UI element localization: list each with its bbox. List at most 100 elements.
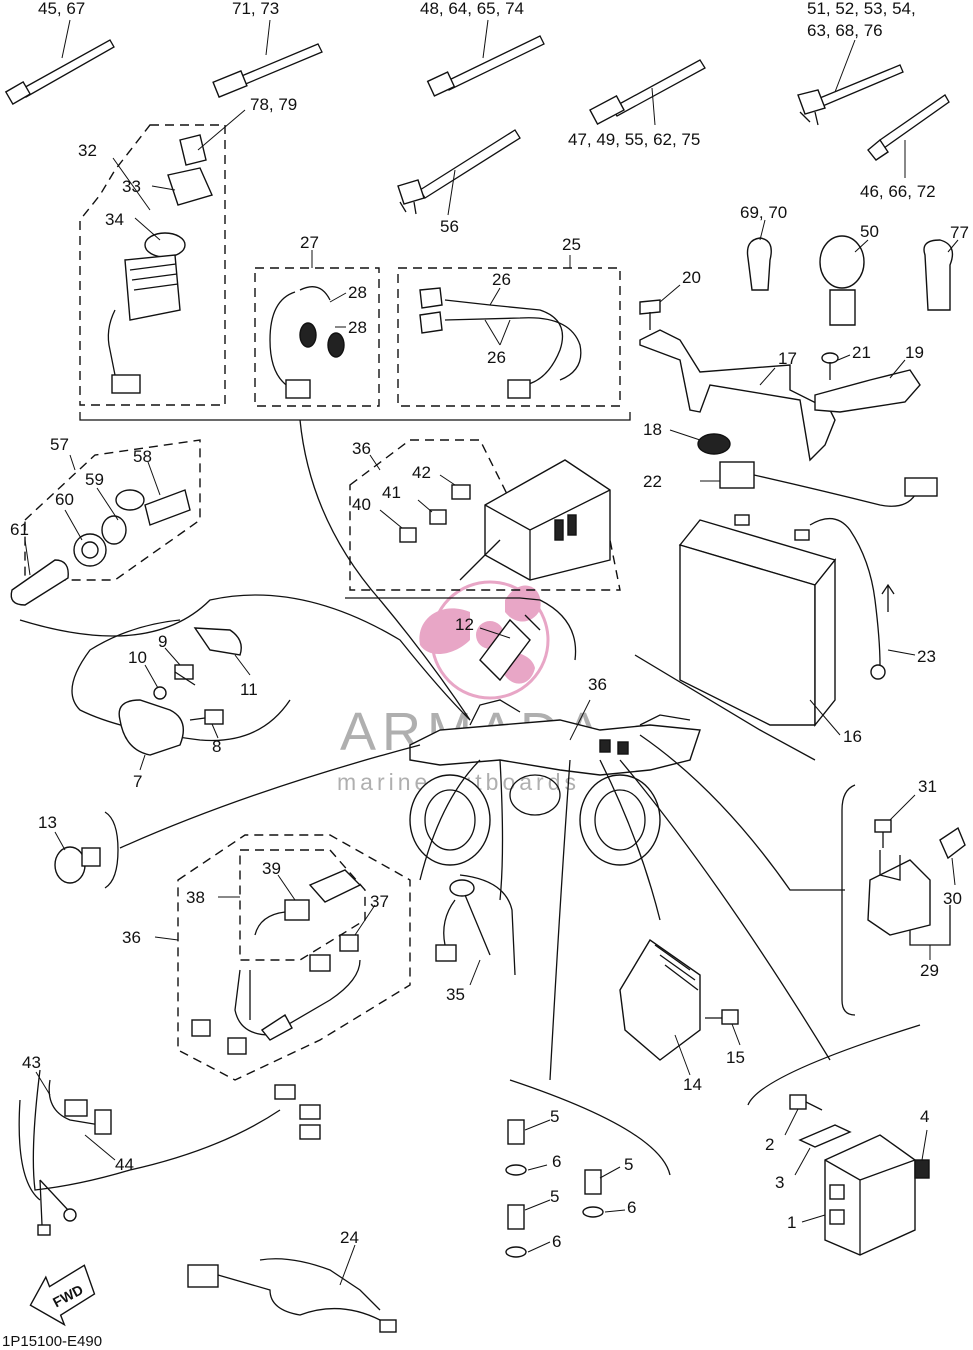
bolt-5a [507, 1119, 525, 1145]
bracket-35 [459, 874, 516, 976]
clip-77 [923, 239, 954, 311]
callout-32: 32 [78, 141, 97, 160]
bolt-20 [639, 299, 661, 330]
group-25-border [397, 267, 621, 407]
callout-12: 12 [455, 615, 474, 634]
callout-36a: 36 [352, 439, 371, 458]
callout-58: 58 [133, 447, 152, 466]
socket-61 [10, 559, 69, 606]
regulator-14 [619, 938, 701, 1061]
callout-16: 16 [843, 727, 862, 746]
group-57-border [24, 439, 201, 581]
callout-3: 3 [775, 1173, 784, 1192]
callout-6c: 6 [552, 1232, 561, 1251]
group-27-border [254, 267, 380, 407]
cable-tie-48-64-65-74 [426, 35, 545, 97]
group-36-harness-border [177, 834, 411, 1081]
callout-36c: 36 [122, 928, 141, 947]
relay-30 [939, 826, 966, 860]
callout-15: 15 [726, 1048, 745, 1067]
bolt-15 [705, 1009, 739, 1025]
callout-48-64-65-74: 48, 64, 65, 74 [420, 0, 524, 18]
nut-60 [73, 533, 107, 567]
ignition-group-border [79, 124, 226, 406]
washer-10 [153, 686, 167, 700]
callout-25: 25 [562, 235, 581, 254]
lead-37-group [419, 759, 481, 881]
cdi-unit-1 [824, 1134, 916, 1256]
cable-tie-45-67 [4, 39, 115, 106]
atv-vehicle [409, 699, 701, 866]
lead-1-group [619, 759, 831, 1061]
sensor-35 [435, 879, 491, 962]
callout-6b: 6 [627, 1198, 636, 1217]
callout-26a: 26 [492, 270, 511, 289]
callout-42: 42 [412, 463, 431, 482]
callout-51-52-53-54: 51, 52, 53, 54, [807, 0, 916, 18]
bolt-9 [174, 664, 196, 686]
callout-47-49-55-62-75: 47, 49, 55, 62, 75 [568, 130, 700, 149]
callout-63-68-76: 63, 68, 76 [807, 21, 883, 40]
group-36-fuse-border [349, 439, 621, 591]
callout-20: 20 [682, 268, 701, 287]
callout-35: 35 [446, 985, 465, 1004]
battery-cable-23 [809, 518, 895, 680]
bolt-8 [189, 709, 224, 725]
wire-harness-27 [269, 286, 345, 399]
component-39 [254, 869, 362, 936]
ignition-switch-body [107, 232, 186, 394]
callout-36b: 36 [588, 675, 607, 694]
callout-5b: 5 [624, 1155, 633, 1174]
bolt-5c [507, 1204, 525, 1230]
callout-8: 8 [212, 737, 221, 756]
callout-5a: 5 [550, 1107, 559, 1126]
callout-24: 24 [340, 1228, 359, 1247]
fuse-42 [451, 484, 471, 500]
lead-13 [119, 744, 421, 849]
callout-22: 22 [643, 472, 662, 491]
lead-5-group [549, 759, 571, 1081]
bracket-13 [104, 811, 119, 889]
callout-29: 29 [920, 961, 939, 980]
callout-71-73: 71, 73 [232, 0, 279, 18]
cap-18 [697, 433, 731, 455]
callout-13: 13 [38, 813, 57, 832]
fuse-40 [399, 527, 417, 543]
callout-59: 59 [85, 470, 104, 489]
cable-tie-51-52-53-54 [797, 64, 904, 126]
callout-5c: 5 [550, 1187, 559, 1206]
washer-6a [505, 1164, 527, 1176]
fuse-41 [429, 509, 447, 525]
callout-34: 34 [105, 210, 124, 229]
cable-tie-71-73 [212, 43, 323, 98]
battery-16 [678, 514, 837, 727]
cap-11 [193, 627, 242, 656]
callout-38: 38 [186, 888, 205, 907]
callout-30: 30 [943, 889, 962, 908]
callout-11: 11 [240, 680, 258, 699]
harness-44 [32, 1069, 281, 1191]
washer-6b [582, 1206, 604, 1218]
callout-40: 40 [352, 495, 371, 514]
callout-78-79: 78, 79 [250, 95, 297, 114]
lead-29-group [639, 734, 845, 891]
harness-44-connectors [37, 1084, 321, 1236]
callout-9: 9 [158, 632, 167, 651]
holder-19 [814, 369, 921, 413]
cable-tie-46-66-72 [867, 94, 950, 161]
callout-37: 37 [370, 892, 389, 911]
callout-44: 44 [115, 1155, 134, 1174]
battery-bracket-17 [639, 329, 836, 462]
bracket-1-4 [747, 1024, 921, 1106]
callout-43: 43 [22, 1053, 41, 1072]
connector-37 [339, 934, 359, 952]
callout-69-70: 69, 70 [740, 203, 787, 222]
drawing-code: 1P15100-E490 [2, 1333, 102, 1350]
lead-14 [599, 759, 661, 921]
coil-7 [118, 699, 184, 756]
callout-10: 10 [128, 648, 147, 667]
bolt-5b [584, 1169, 602, 1195]
callout-39: 39 [262, 859, 281, 878]
callout-4: 4 [920, 1107, 929, 1126]
